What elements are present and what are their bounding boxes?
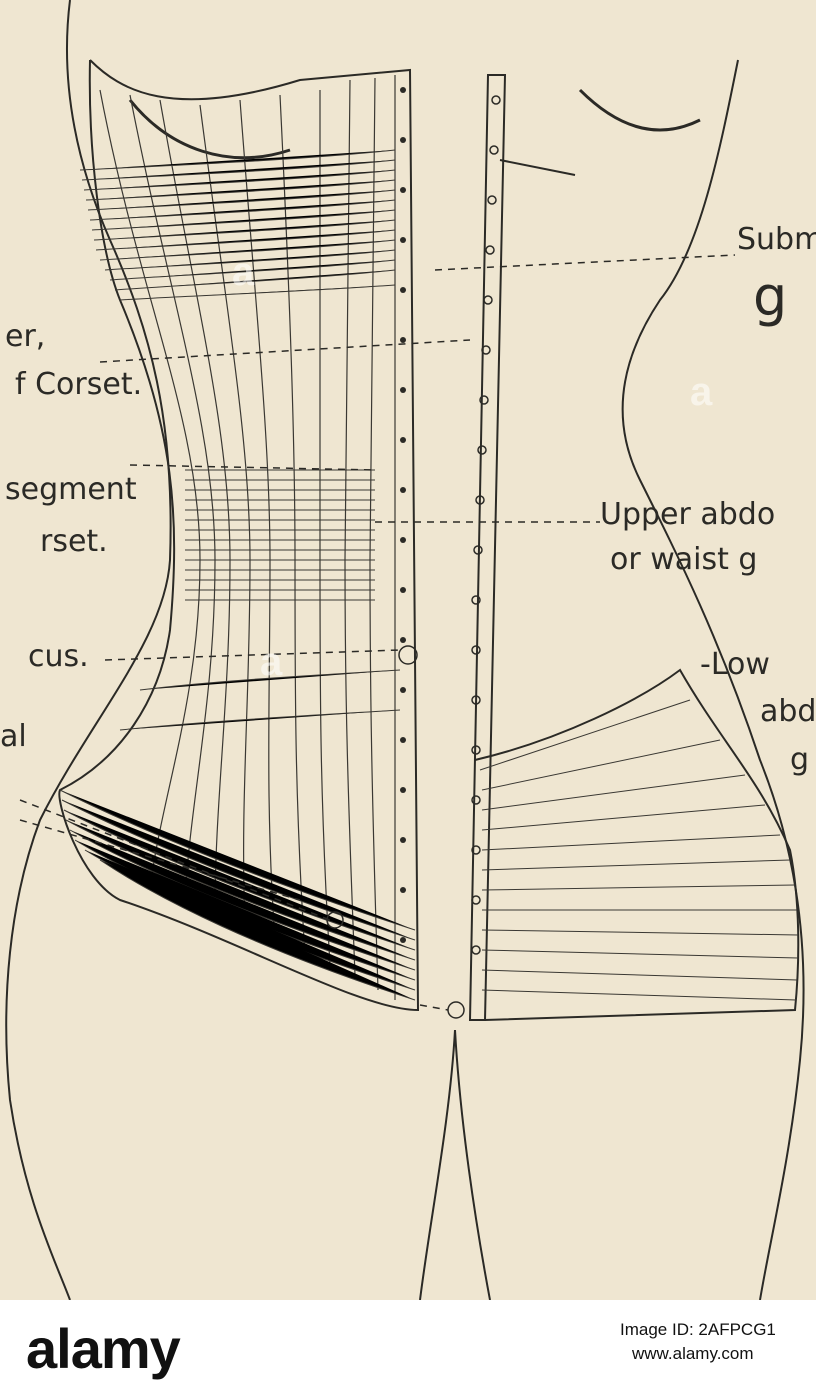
label-lower-abd: abd <box>760 694 816 729</box>
label-lower-g: g <box>790 742 810 777</box>
label-al: al <box>0 719 27 754</box>
hip-band-left <box>59 789 416 1001</box>
label-corset: rset. <box>40 524 108 559</box>
label-of-corset: f Corset. <box>15 367 143 402</box>
corset-illustration <box>5 0 805 1300</box>
label-upper-abdominal: Upper abdo <box>600 497 776 532</box>
stock-footer: alamy Image ID: 2AFPCG1 www.alamy.com <box>0 1300 816 1390</box>
watermark-a: a <box>260 640 283 684</box>
label-segment: segment <box>5 472 137 507</box>
label-lower: -Low <box>700 647 770 682</box>
leader-lines <box>19 254 736 1011</box>
body-outline-right <box>621 59 805 1300</box>
leg-line <box>419 1029 456 1300</box>
label-upper: er, <box>5 319 46 354</box>
body-outline-left <box>5 0 172 1300</box>
image-id: Image ID: 2AFPCG1 <box>620 1320 776 1339</box>
eyelets-left <box>400 87 406 943</box>
watermark-a: a <box>232 250 255 294</box>
label-submammary-g: g <box>753 265 788 328</box>
corset-bands <box>79 149 401 731</box>
label-submammary: Subm <box>737 222 816 257</box>
illustration-plate: Subm g er, f Corset. segment rset. cus. … <box>0 0 816 1300</box>
eyelets-right <box>326 95 501 1019</box>
label-waist: or waist g <box>610 542 758 577</box>
corset-right-lower <box>474 668 800 1021</box>
site-url[interactable]: www.alamy.com <box>632 1344 754 1363</box>
watermark-a: a <box>690 370 713 414</box>
label-cus: cus. <box>28 639 89 674</box>
alamy-logo: alamy <box>26 1317 181 1380</box>
hip-band-right <box>479 699 799 1001</box>
